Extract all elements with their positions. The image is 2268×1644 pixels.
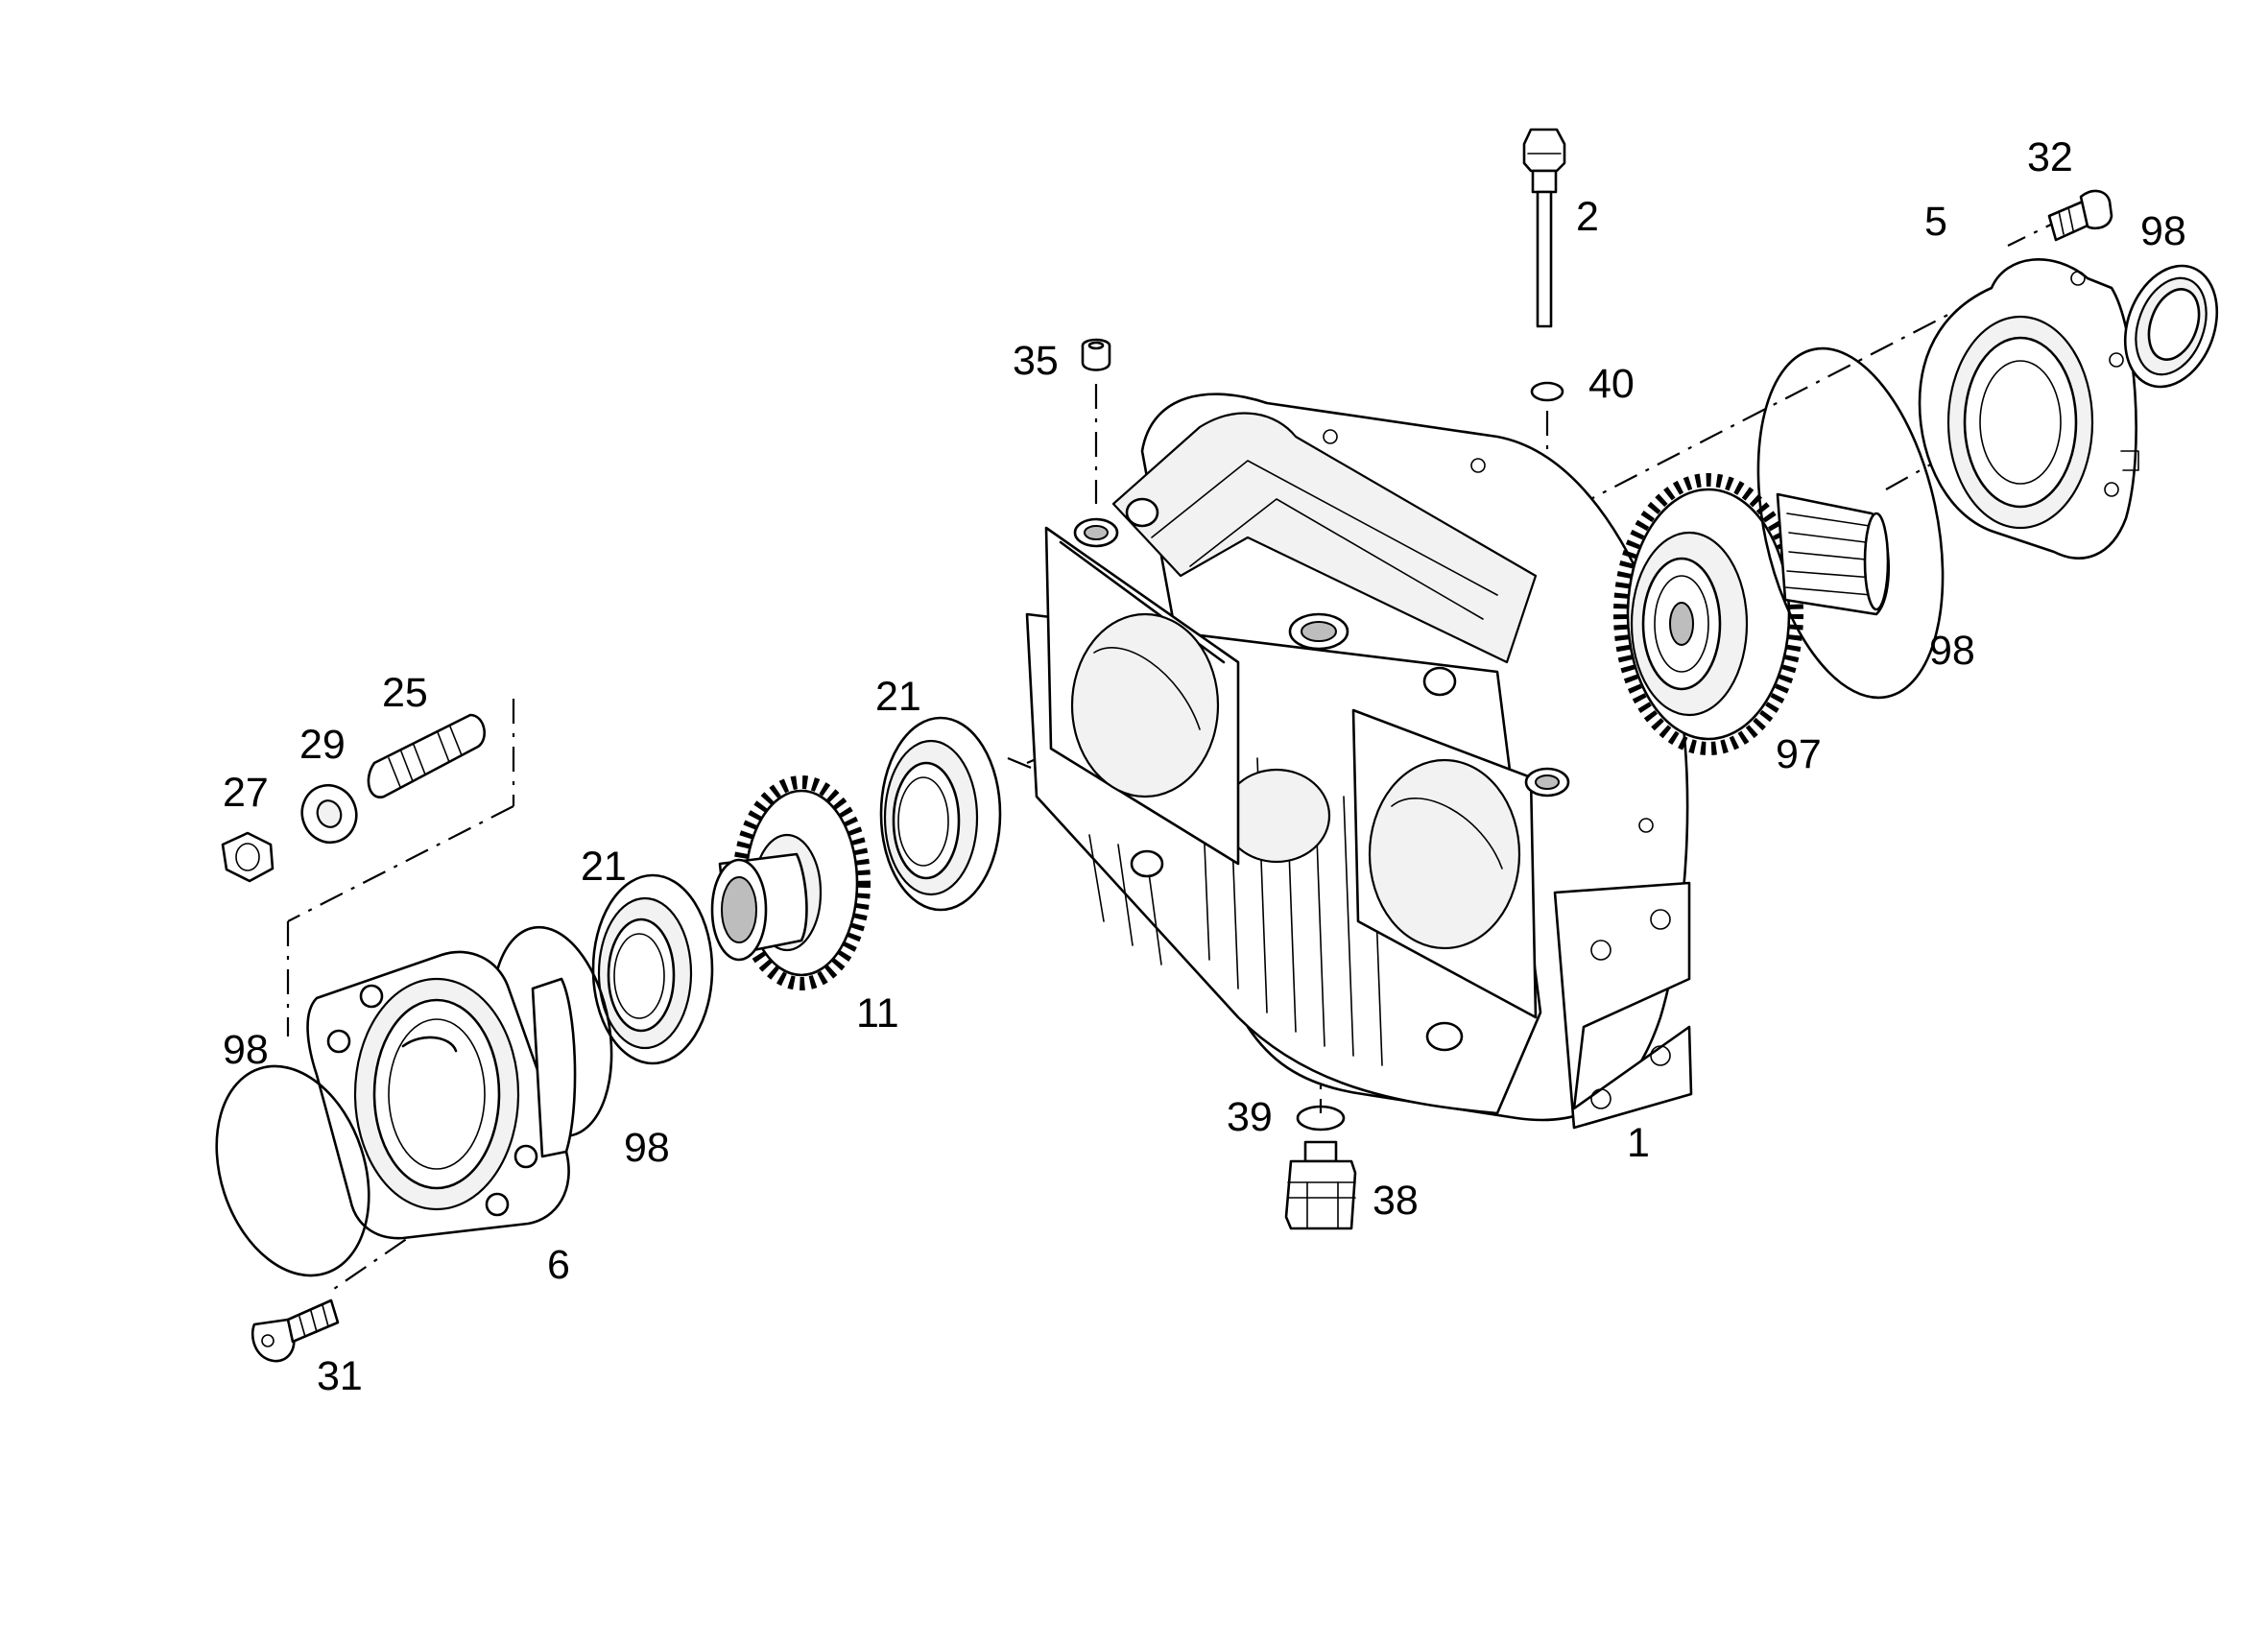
callout-label: 5 bbox=[1924, 199, 1947, 245]
washer-29 bbox=[300, 783, 358, 845]
callout-label: 32 bbox=[2027, 134, 2073, 180]
callout-label: 40 bbox=[1588, 361, 1635, 407]
o-ring-98-left bbox=[215, 1064, 370, 1277]
cap-screw-31 bbox=[251, 1299, 340, 1363]
callout-label: 97 bbox=[1776, 731, 1822, 777]
output-gear-shaft bbox=[1613, 473, 1891, 755]
o-ring-39 bbox=[1296, 1105, 1346, 1132]
o-ring-98-right bbox=[1756, 346, 1945, 700]
hex-nut-27 bbox=[221, 831, 275, 883]
callout-label: 98 bbox=[2140, 208, 2186, 254]
shaft-seal-98 bbox=[2123, 264, 2219, 389]
dipstick bbox=[1522, 128, 1566, 328]
callout-label: 2 bbox=[1576, 194, 1599, 240]
callout-label: 6 bbox=[547, 1242, 570, 1288]
breather-plug bbox=[1081, 338, 1111, 371]
gearbox-housing bbox=[1025, 393, 1693, 1130]
bearing-cover-6 bbox=[306, 950, 577, 1240]
callout-label: 21 bbox=[875, 674, 921, 720]
callout-label: 35 bbox=[1013, 338, 1059, 384]
callout-label: 1 bbox=[1627, 1120, 1650, 1166]
pinion-gear-11 bbox=[710, 775, 871, 990]
callout-label: 25 bbox=[382, 670, 428, 716]
stud-25 bbox=[367, 713, 486, 798]
callout-label: 31 bbox=[317, 1353, 363, 1399]
ball-bearing-21-upper bbox=[879, 716, 1002, 912]
callout-label: 39 bbox=[1227, 1094, 1273, 1140]
callout-label: 21 bbox=[581, 844, 627, 890]
callout-label: 98 bbox=[223, 1027, 269, 1073]
callout-label: 27 bbox=[223, 770, 269, 816]
callout-label: 38 bbox=[1373, 1178, 1419, 1224]
ball-bearing-21-lower bbox=[591, 873, 714, 1065]
callout-label: 11 bbox=[856, 990, 899, 1036]
callout-label: 98 bbox=[624, 1125, 670, 1171]
o-ring-40 bbox=[1530, 381, 1564, 402]
callout-label: 29 bbox=[299, 722, 346, 768]
bearing-cover-5 bbox=[1918, 258, 2139, 560]
drain-plug bbox=[1284, 1140, 1357, 1230]
callout-labels: 1 2 5 6 11 21 21 25 27 29 31 32 35 38 39… bbox=[223, 134, 2186, 1399]
cap-screw-32 bbox=[2047, 189, 2113, 242]
callout-label: 98 bbox=[1929, 628, 1975, 674]
